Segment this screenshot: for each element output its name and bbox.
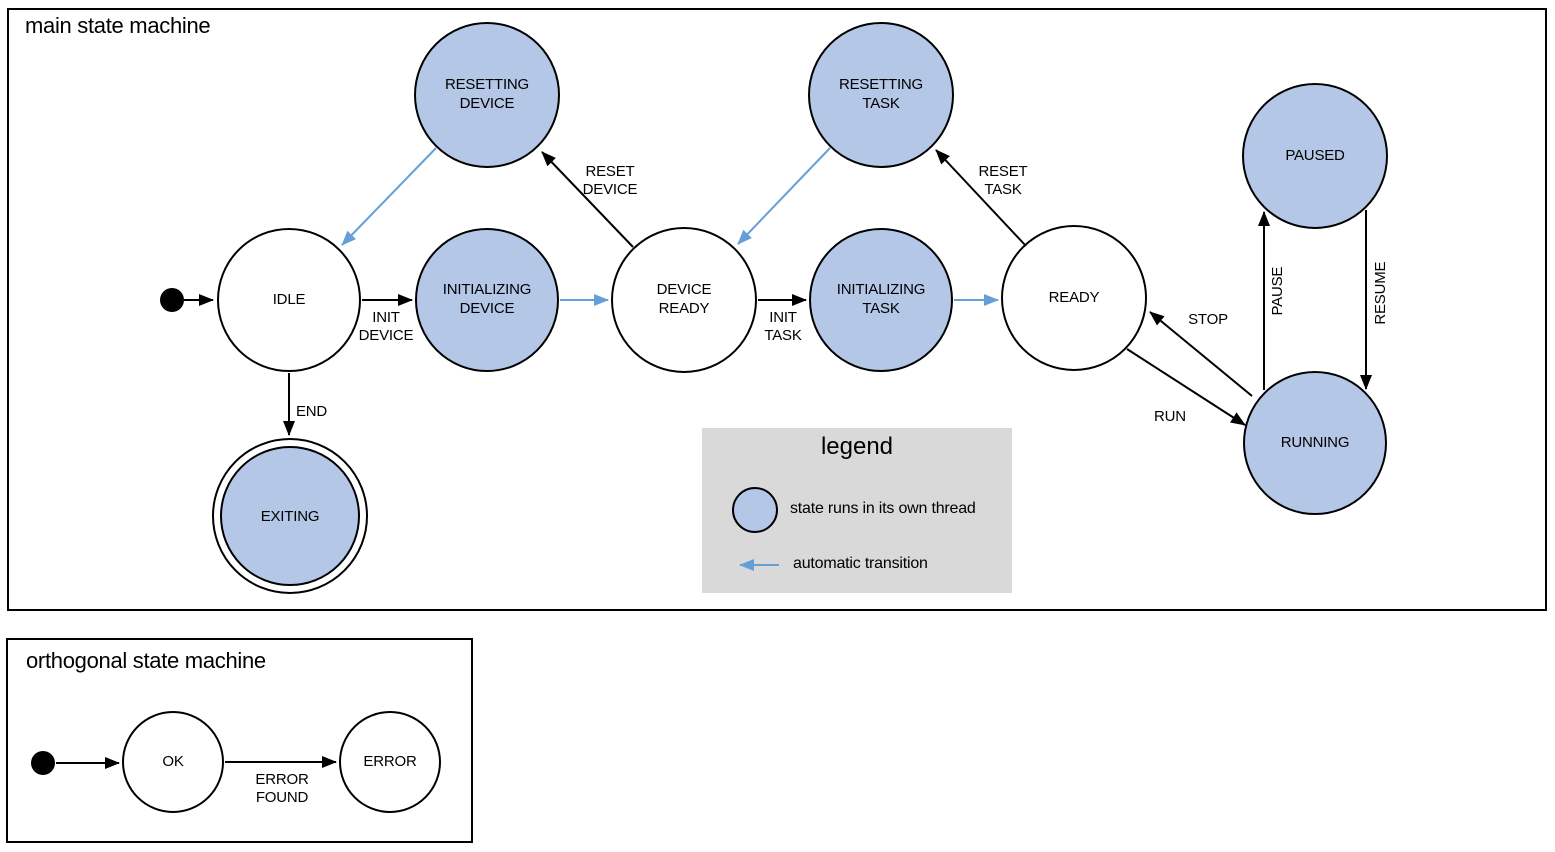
state-error-label: ERROR xyxy=(363,752,417,770)
transition-label-reset-device: RESET DEVICE xyxy=(582,163,638,199)
transition-label-init-task: INIT TASK xyxy=(764,309,802,345)
state-resetting-device-label: RESETTING DEVICE xyxy=(444,76,530,112)
transition-label-init-device: INIT DEVICE xyxy=(358,309,414,345)
state-exiting-final: EXITING xyxy=(212,438,368,594)
main-initial-state-dot xyxy=(160,288,184,312)
state-initializing-device-label: INITIALIZING DEVICE xyxy=(442,281,532,317)
state-device-ready: DEVICE READY xyxy=(611,227,757,373)
state-running-label: RUNNING xyxy=(1280,433,1350,451)
transition-label-pause: PAUSE xyxy=(1268,266,1286,316)
state-ready-label: READY xyxy=(1048,288,1100,306)
main-panel-title: main state machine xyxy=(25,13,211,38)
state-idle: IDLE xyxy=(217,228,361,372)
state-device-ready-label: DEVICE READY xyxy=(656,281,712,317)
state-paused-label: PAUSED xyxy=(1285,146,1345,164)
state-resetting-task: RESETTING TASK xyxy=(808,22,954,168)
transition-label-stop: STOP xyxy=(1188,311,1228,328)
state-ready: READY xyxy=(1001,225,1147,371)
transition-label-reset-task: RESET TASK xyxy=(978,163,1028,199)
state-idle-label: IDLE xyxy=(272,290,306,308)
state-initializing-task-label: INITIALIZING TASK xyxy=(836,281,926,317)
state-running: RUNNING xyxy=(1243,371,1387,515)
legend-threaded-state-label: state runs in its own thread xyxy=(790,500,976,517)
orthogonal-initial-state-dot xyxy=(31,751,55,775)
state-initializing-task: INITIALIZING TASK xyxy=(809,228,953,372)
legend-title: legend xyxy=(820,433,894,460)
state-ok-label: OK xyxy=(162,752,184,770)
transition-label-run: RUN xyxy=(1154,408,1186,425)
transition-label-end: END xyxy=(296,403,328,420)
orthogonal-panel-title: orthogonal state machine xyxy=(26,648,266,673)
state-error: ERROR xyxy=(339,711,441,813)
state-exiting-label: EXITING xyxy=(260,507,320,525)
state-paused: PAUSED xyxy=(1242,83,1388,229)
state-exiting-inner-circle: EXITING xyxy=(220,446,360,586)
transition-label-resume: RESUME xyxy=(1371,261,1389,325)
state-ok: OK xyxy=(122,711,224,813)
state-resetting-device: RESETTING DEVICE xyxy=(414,22,560,168)
legend-automatic-transition-label: automatic transition xyxy=(793,555,928,572)
state-resetting-task-label: RESETTING TASK xyxy=(838,76,924,112)
threaded-state-legend-icon xyxy=(732,487,778,533)
transition-label-error-found: ERROR FOUND xyxy=(255,771,309,807)
state-initializing-device: INITIALIZING DEVICE xyxy=(415,228,559,372)
